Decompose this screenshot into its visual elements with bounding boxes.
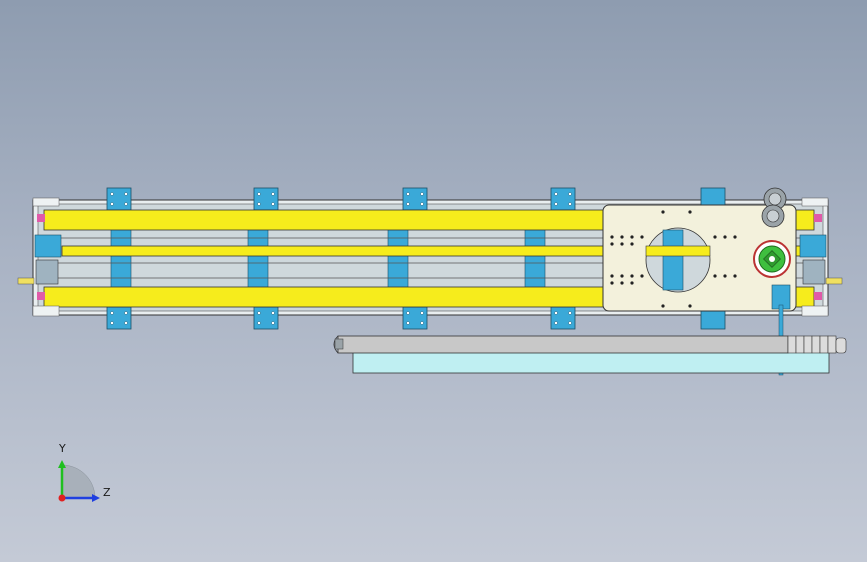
servo-motor-icon bbox=[753, 240, 791, 278]
x-axis-origin bbox=[58, 494, 66, 502]
chain-end-bracket bbox=[334, 338, 344, 350]
mounting-block-holes bbox=[110, 192, 572, 325]
carriage-bracket bbox=[662, 229, 684, 291]
drag-chain bbox=[337, 335, 789, 354]
right-end-cap bbox=[799, 214, 843, 300]
y-axis-label: Y bbox=[59, 442, 66, 455]
coordinate-triad-icon bbox=[58, 460, 100, 502]
left-end-cap bbox=[17, 214, 62, 300]
carriage-rail-segment bbox=[645, 245, 711, 257]
plate-holes bbox=[610, 210, 737, 308]
triad-arc bbox=[61, 464, 96, 499]
motor-gear-icon bbox=[761, 187, 787, 228]
drag-chain-links bbox=[787, 335, 847, 354]
frame-tabs bbox=[32, 197, 829, 317]
coordinate-triad: Y Z bbox=[50, 440, 120, 510]
chain-bend bbox=[333, 335, 339, 354]
z-axis-label: Z bbox=[103, 486, 111, 499]
base-tray bbox=[352, 351, 830, 374]
